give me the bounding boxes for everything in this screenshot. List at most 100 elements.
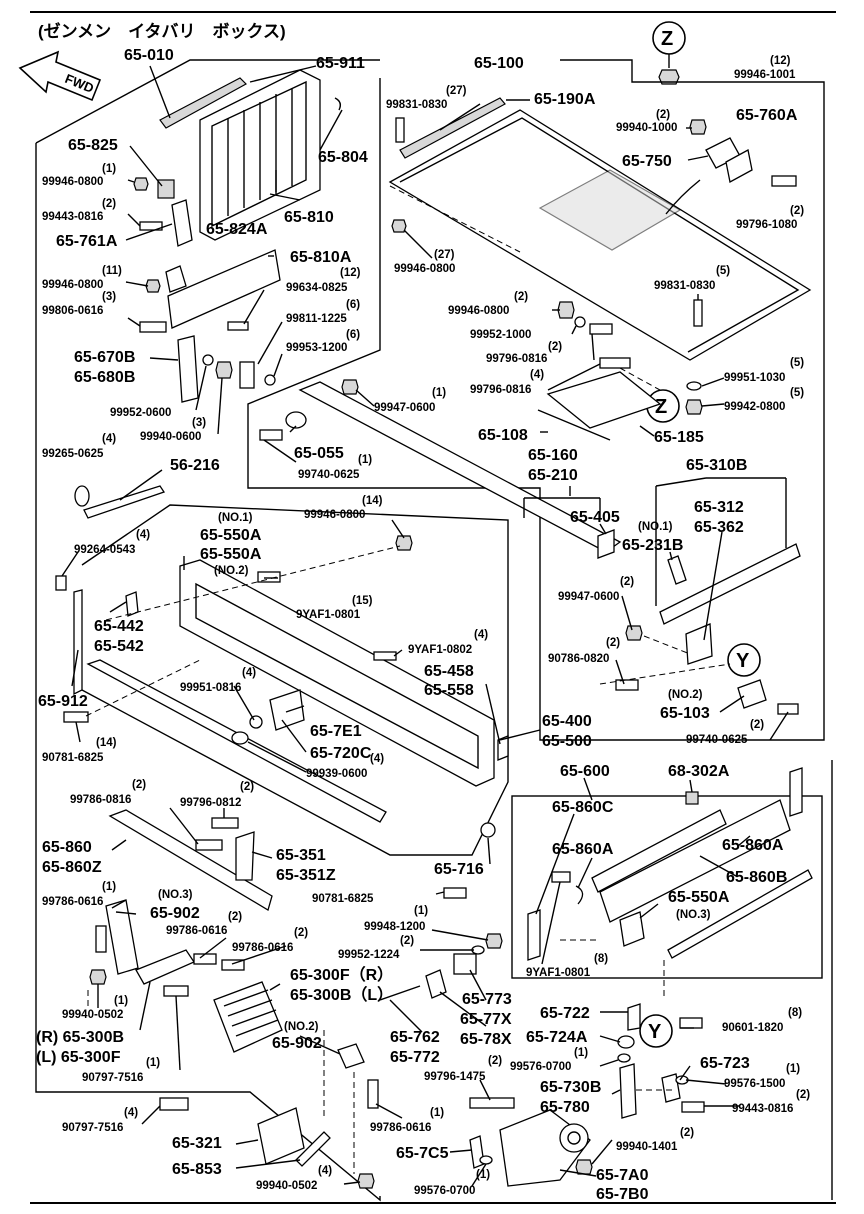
- qty-99796-1475: (2): [488, 1055, 502, 1067]
- qty-99947-0600-a: (1): [432, 387, 446, 399]
- bolt-99786-0816: [195, 839, 223, 851]
- tailgate-65-400: [179, 559, 495, 787]
- qty-99942-0800: (5): [790, 387, 804, 399]
- label-99443-0816-a: 99443-0816: [42, 211, 103, 223]
- label-65-190a: 65-190A: [534, 91, 596, 108]
- qty-99811-1225: (6): [346, 299, 360, 311]
- part-65-716: [480, 822, 496, 838]
- qty-9yaf1-0802: (4): [474, 629, 488, 641]
- label-65-716: 65-716: [434, 861, 484, 878]
- bolt-90797-7516-b: [159, 1097, 189, 1111]
- bolt-99796-1475: [469, 1097, 515, 1109]
- group-outline-main: [35, 143, 381, 1202]
- label-65-810: 65-810: [284, 209, 334, 226]
- clip-65-860a: [575, 885, 584, 905]
- panel-65-185: [546, 371, 662, 429]
- side-rail-65-310b: [659, 543, 801, 625]
- label-65-730b: 65-730B: [540, 1079, 601, 1096]
- bolt-90601-1820: [679, 1017, 703, 1029]
- hinge-65-761a: [171, 199, 193, 247]
- label-99443-0816-b: 99443-0816: [732, 1103, 793, 1115]
- bracket-65-760a: [725, 149, 753, 183]
- label-99740-0625-a: 99740-0625: [298, 469, 360, 481]
- label-65-773: 65-773: [462, 991, 512, 1008]
- qty-99946-0800-b: (27): [434, 249, 455, 261]
- label-65-7b0: 65-7B0: [596, 1186, 649, 1203]
- handle-65-730b: [619, 1063, 637, 1119]
- clip-68-302a: [685, 791, 699, 805]
- label-65-7e1: 65-7E1: [310, 723, 362, 740]
- label-99947-0600-b: 99947-0600: [558, 591, 619, 603]
- label-65-7c5: 65-7C5: [396, 1145, 449, 1162]
- label-99796-0812: 99796-0812: [180, 797, 241, 809]
- label-99806-0616: 99806-0616: [42, 305, 103, 317]
- label-65-7a0: 65-7A0: [596, 1167, 649, 1184]
- seal-65-912: [73, 589, 83, 696]
- bracket-65-351: [235, 831, 255, 881]
- spring-65-724a: [617, 1035, 635, 1049]
- nut-99946-0800-d: [557, 301, 575, 319]
- label-99265-0625: 99265-0625: [42, 448, 104, 460]
- label-90797-7516-b: 90797-7516: [62, 1122, 123, 1134]
- group-outline-small: [511, 795, 823, 979]
- nut-99940-0502-b: [357, 1173, 375, 1189]
- label-65-824a: 65-824A: [206, 221, 268, 238]
- nut-99942-0800: [685, 399, 703, 415]
- qty-90797-7516-a: (1): [146, 1057, 160, 1069]
- bracket-65-902-b: [337, 1043, 365, 1069]
- label-65-312: 65-312: [694, 499, 744, 516]
- qty-99786-0616-d: (1): [430, 1107, 444, 1119]
- washer-99952-1000: [574, 316, 586, 328]
- label-99786-0616-b: 99786-0616: [166, 925, 227, 937]
- label-99786-0616-d: 99786-0616: [370, 1122, 431, 1134]
- qty-99940-0502-a: (1): [114, 995, 128, 1007]
- clip-65-804: [334, 97, 342, 111]
- qty-99940-0502-b: (4): [318, 1165, 332, 1177]
- label-65-860a-2: 65-860A: [722, 837, 784, 854]
- step-65-300f: [213, 981, 283, 1053]
- label-99940-1000: 99940-1000: [616, 122, 677, 134]
- qty-99946-0800-d: (2): [514, 291, 528, 303]
- z-marker-top-label: Z: [661, 28, 673, 50]
- label-65-321: 65-321: [172, 1135, 222, 1152]
- label-65-911: 65-911: [316, 55, 365, 72]
- washer-99951-0816: [249, 715, 263, 729]
- qty-99634-0825: (12): [340, 267, 361, 279]
- label-99946-0800-b: 99946-0800: [394, 263, 455, 275]
- label-65-670b: 65-670B: [74, 349, 135, 366]
- label-65-100: 65-100: [474, 55, 524, 72]
- qty-99443-0816-b: (2): [796, 1089, 810, 1101]
- label-99952-0600: 99952-0600: [110, 407, 171, 419]
- label-65-724a: 65-724A: [526, 1029, 588, 1046]
- spring-65-853: [295, 1131, 331, 1167]
- label-99796-0816-b: 99796-0816: [470, 384, 531, 396]
- washer-99951-1030: [686, 381, 702, 391]
- label-99947-0600-a: 99947-0600: [374, 402, 435, 414]
- group-outline-box: [247, 59, 825, 741]
- bolt-99786-0616-c: [221, 959, 245, 971]
- qty-99786-0616-c: (2): [294, 927, 308, 939]
- bolt-99796-0816-a: [589, 323, 613, 335]
- bolt-90781-6825-a: [63, 711, 89, 723]
- label-65-860z: 65-860Z: [42, 859, 102, 876]
- qty-90601-1820: (8): [788, 1007, 802, 1019]
- label-no1-a: (NO.1): [218, 512, 253, 524]
- qty-99946-0800-c: (11): [102, 265, 122, 277]
- label-99634-0825: 99634-0825: [286, 282, 348, 294]
- label-65-78x: 65-78X: [460, 1031, 512, 1048]
- label-65-458: 65-458: [424, 663, 474, 680]
- label-65-860b: 65-860B: [726, 869, 787, 886]
- qty-90797-7516-b: (4): [124, 1107, 138, 1119]
- label-99264-0543: 99264-0543: [74, 544, 135, 556]
- label-90601-1820: 90601-1820: [722, 1022, 783, 1034]
- label-65-210: 65-210: [528, 467, 578, 484]
- label-65-103: 65-103: [660, 705, 710, 722]
- nut-99940-0600: [215, 361, 233, 379]
- clip-56-216: [83, 485, 166, 519]
- label-99740-0625-b: 99740-0625: [686, 734, 748, 746]
- bolt-99811-1225: [239, 361, 255, 389]
- label-99946-1001: 99946-1001: [734, 69, 796, 81]
- spring-65-773: [453, 953, 477, 975]
- bolt-99796-0816-b: [599, 357, 631, 369]
